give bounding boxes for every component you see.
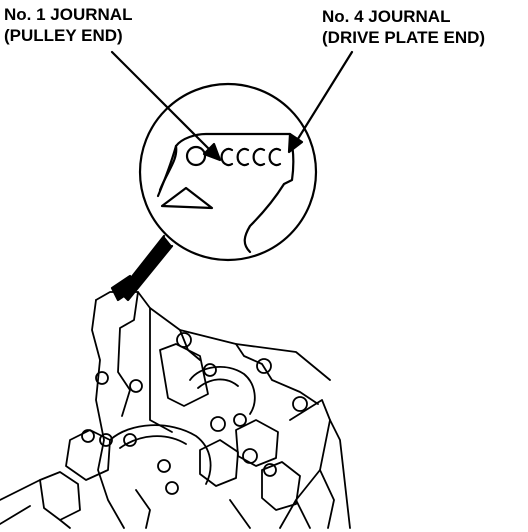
leader-no1-arrow: [110, 50, 222, 162]
callout-no4-journal: No. 4 JOURNAL (DRIVE PLATE END): [322, 6, 485, 48]
callout-no1-subtitle: (PULLEY END): [4, 26, 123, 45]
detail-magnifier: [138, 82, 318, 262]
detail-pointer: [110, 234, 174, 302]
engine-block: [0, 291, 351, 529]
leader-no4-arrow: [287, 50, 354, 154]
journal-reference-circle: [185, 145, 207, 167]
callout-no4-subtitle: (DRIVE PLATE END): [322, 28, 486, 47]
callout-no1-journal: No. 1 JOURNAL (PULLEY END): [4, 4, 132, 46]
callout-no4-title: No. 4 JOURNAL: [322, 7, 451, 26]
journal-code-marks: [220, 147, 282, 167]
callout-no1-title: No. 1 JOURNAL: [4, 5, 133, 24]
